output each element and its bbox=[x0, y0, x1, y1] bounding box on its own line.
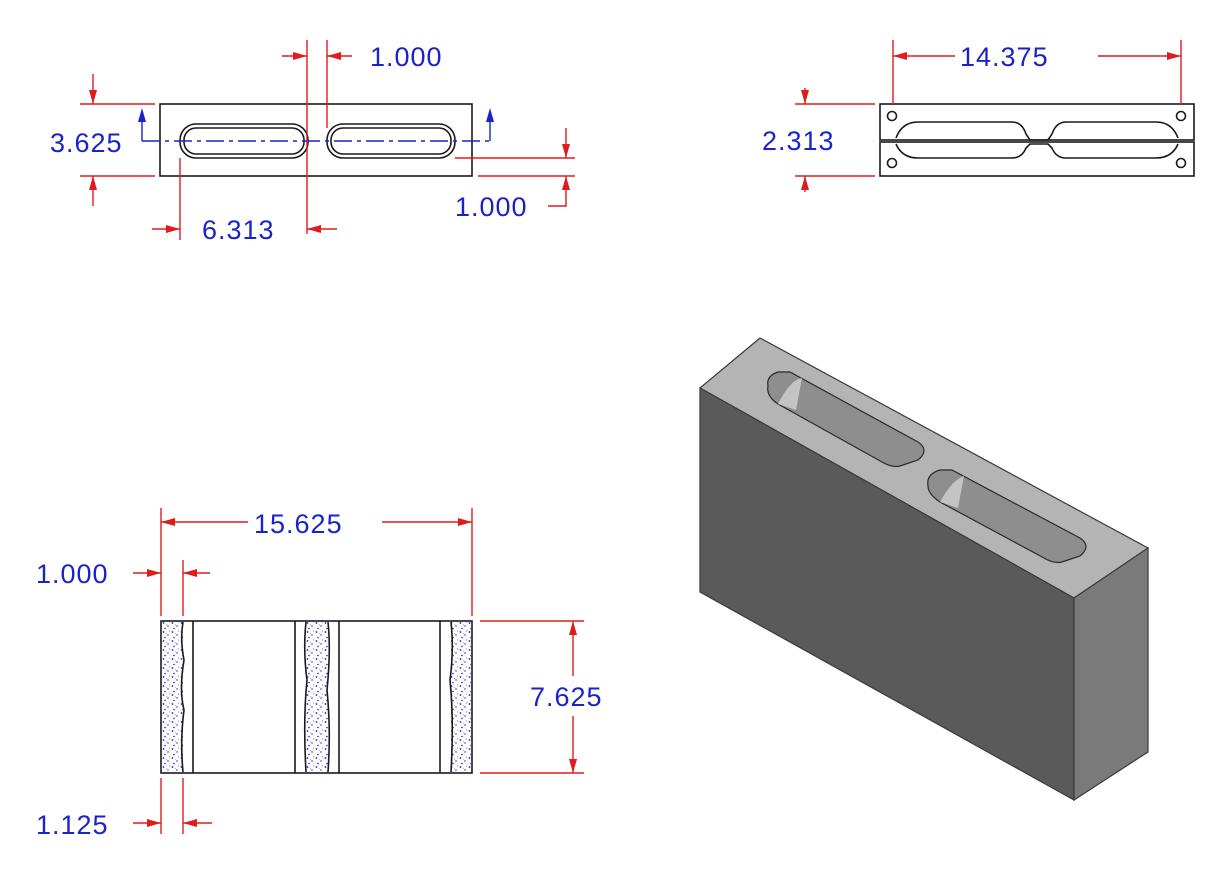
dim-slotlen-arrow-right bbox=[307, 225, 321, 233]
dim-offset-arrow-top bbox=[562, 144, 570, 158]
dim-slot-offset-label: 1.000 bbox=[455, 192, 528, 222]
dim-width-arrow-top bbox=[89, 90, 97, 104]
end-view-hole-tr bbox=[1175, 110, 1187, 122]
top-view: 1.000 3.625 1.000 6.313 bbox=[50, 40, 575, 245]
end-view-hole-tl bbox=[886, 110, 898, 122]
end-view-profile bbox=[895, 121, 1179, 159]
dim-end-length-label: 14.375 bbox=[960, 42, 1049, 72]
top-view-outline bbox=[159, 103, 473, 177]
dim-outer-arrow-left bbox=[147, 819, 161, 827]
iso-core-left-inner bbox=[778, 378, 802, 410]
section-view: 15.625 1.000 1.125 7.625 bbox=[36, 508, 603, 840]
dim-width-arrow-bottom bbox=[89, 176, 97, 190]
dim-outer-arrow-right bbox=[183, 819, 197, 827]
dim-section-height-label: 7.625 bbox=[530, 682, 603, 712]
dim-endlen-arrow-left bbox=[893, 52, 907, 60]
section-web-right-edge bbox=[326, 621, 331, 773]
dim-width-label: 3.625 bbox=[50, 128, 123, 158]
dim-gap-arrow-right bbox=[327, 52, 341, 60]
dim-outer-shell-label: 1.125 bbox=[36, 810, 109, 840]
section-cut-left-arrow bbox=[138, 108, 146, 122]
section-shell-left-edge bbox=[180, 621, 185, 773]
top-view-slot-right-inner bbox=[330, 127, 452, 155]
dim-endlen-arrow-right bbox=[1167, 52, 1181, 60]
dim-slot-length-label: 6.313 bbox=[202, 215, 275, 245]
dim-secth-arrow-bottom bbox=[569, 759, 577, 773]
dim-end-height-label: 2.313 bbox=[762, 126, 835, 156]
iso-view bbox=[698, 337, 1150, 802]
section-shell-left bbox=[162, 622, 183, 772]
dim-inner-arrow-left bbox=[147, 569, 161, 577]
section-shell-right-edge bbox=[449, 621, 454, 773]
end-view-hole-bl bbox=[886, 157, 898, 169]
iso-core-left bbox=[767, 371, 925, 468]
dim-secth-arrow-top bbox=[569, 621, 577, 635]
dim-inner-arrow-right bbox=[183, 569, 197, 577]
iso-side-face bbox=[1073, 546, 1149, 802]
section-shell-right bbox=[451, 622, 471, 772]
dim-offset-arrow-bottom bbox=[562, 176, 570, 190]
dim-overall-length-label: 15.625 bbox=[254, 509, 343, 539]
end-view-lower-bar bbox=[879, 141, 1195, 177]
section-outline bbox=[160, 620, 473, 774]
iso-core-right bbox=[927, 469, 1087, 564]
dim-gap-arrow-left bbox=[293, 52, 307, 60]
dim-overall-arrow-right bbox=[458, 518, 472, 526]
section-cut-right-arrow bbox=[486, 108, 494, 122]
dim-overall-arrow-left bbox=[161, 518, 175, 526]
dim-inner-shell-label: 1.000 bbox=[36, 559, 109, 589]
end-view: 14.375 2.313 bbox=[762, 40, 1195, 192]
section-web-center bbox=[306, 622, 328, 772]
dim-slotlen-arrow-left bbox=[166, 225, 180, 233]
end-view-hole-br bbox=[1175, 157, 1187, 169]
dim-endh-arrow-bottom bbox=[801, 176, 809, 190]
iso-core-right-inner bbox=[940, 476, 964, 508]
dim-endh-arrow-top bbox=[801, 90, 809, 104]
dim-slot-gap-label: 1.000 bbox=[370, 42, 443, 72]
dim-offset-leader-bottom bbox=[548, 176, 567, 207]
section-web-left-edge bbox=[303, 621, 308, 773]
